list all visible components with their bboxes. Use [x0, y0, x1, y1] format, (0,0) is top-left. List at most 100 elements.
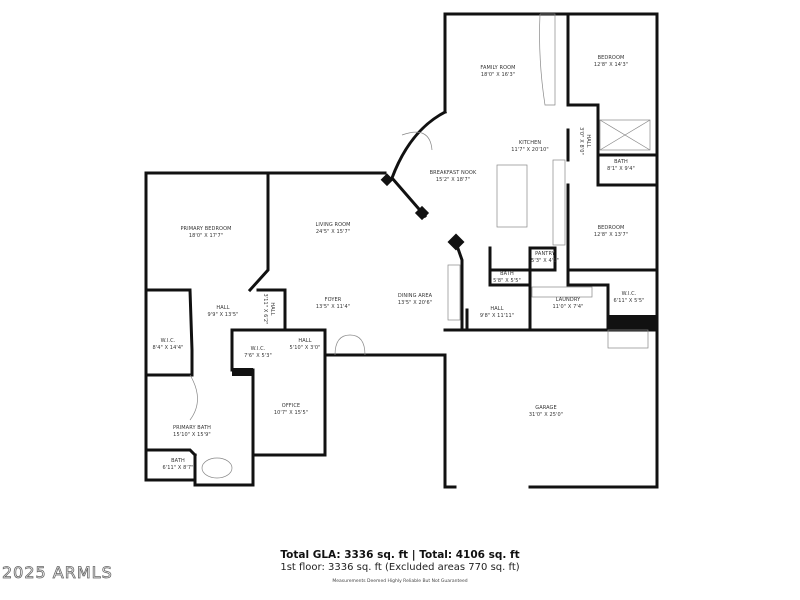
- garage-step: [607, 329, 649, 349]
- wall-block: [232, 368, 253, 376]
- kitchen-counter: [552, 159, 566, 246]
- watermark: 2025 ARMLS: [2, 563, 113, 583]
- room-dims: 7'6" X 5'3": [244, 353, 272, 359]
- room-dims: 18'0" X 17'7": [188, 233, 224, 239]
- primary-bath-arc: [189, 374, 198, 421]
- room-name: BATH: [614, 159, 628, 165]
- wall-pantry: [488, 246, 557, 332]
- room-dims: 11'0" X 7'4": [552, 304, 584, 310]
- column: [447, 233, 465, 251]
- room-dims: 10'7" X 15'5": [273, 410, 309, 416]
- bay-door-arc: [401, 131, 433, 151]
- column: [414, 205, 430, 221]
- room-name: BATH: [500, 271, 514, 277]
- room-dims: 12'8" X 14'3": [593, 62, 629, 68]
- room-name: DINING AREA: [397, 293, 433, 299]
- room-dims: 12'8" X 13'7": [593, 232, 629, 238]
- room-name: BEDROOM: [597, 225, 625, 231]
- wall-block: [608, 315, 657, 330]
- room-name: HALL: [216, 305, 230, 311]
- room-dims: 11'7" X 20'10": [511, 147, 549, 153]
- room-name: BEDROOM: [597, 55, 625, 61]
- kitchen-island: [496, 164, 528, 228]
- room-name: FAMILY ROOM: [480, 65, 516, 71]
- room-dims: 9'8" X 11'11": [479, 313, 515, 319]
- room-label-wic: W.I.C.8'4" X 14'4": [152, 338, 183, 352]
- room-label-wic: W.I.C.6'11" X 5'5": [613, 291, 644, 305]
- room-dims: 3'11" X 6'2": [262, 293, 268, 325]
- room-dims: 8'4" X 14'4": [152, 345, 184, 351]
- bathtub: [201, 457, 233, 479]
- room-dims: 8'1" X 9'4": [607, 166, 635, 172]
- room-name: FOYER: [324, 297, 342, 303]
- room-name: HALL: [585, 134, 591, 148]
- room-dims: 3'0" X 8'0": [578, 127, 584, 155]
- room-name: OFFICE: [281, 403, 301, 409]
- room-dims: 15'2" X 18'7": [435, 177, 471, 183]
- disclaimer: Measurements Deemed Highly Reliable But …: [332, 579, 468, 584]
- wall-left-top: [144, 171, 447, 487]
- wall-kitchen: [566, 12, 659, 187]
- dining-counter: [447, 264, 461, 321]
- room-dims: 6'11" X 5'5": [613, 298, 645, 304]
- foyer-doors: [334, 334, 366, 356]
- room-name: BATH: [171, 458, 185, 464]
- room-dims: 5'8" X 5'5": [493, 278, 521, 284]
- room-dims: 6'11" X 8'7": [162, 465, 194, 471]
- wall-bath: [144, 448, 198, 487]
- room-dims: 15'10" X 15'9": [173, 432, 211, 438]
- room-name: LIVING ROOM: [315, 222, 351, 228]
- room-name: GARAGE: [535, 405, 557, 411]
- room-name: KITCHEN: [518, 140, 542, 146]
- room-dims: 31'0" X 25'0": [528, 412, 564, 418]
- wall-bay: [390, 109, 448, 219]
- floor-area-subtitle: 1st floor: 3336 sq. ft (Excluded areas 7…: [280, 562, 520, 573]
- room-dims: 13'5" X 11'4": [315, 304, 351, 310]
- room-name: PANTRY: [535, 251, 555, 257]
- room-dims: 9'9" X 13'5": [207, 312, 239, 318]
- wall-right-wing: [443, 12, 659, 489]
- total-area-title: Total GLA: 3336 sq. ft | Total: 4106 sq.…: [280, 549, 520, 561]
- room-name: BREAKFAST NOOK: [429, 170, 477, 176]
- room-name: PRIMARY BEDROOM: [180, 226, 232, 232]
- wall-dining: [453, 238, 464, 332]
- room-dims: 18'0" X 16'3": [480, 72, 516, 78]
- wall-primary-bedroom: [144, 171, 270, 377]
- wall-bedroom-e: [566, 183, 659, 332]
- room-name: W.I.C.: [250, 346, 266, 352]
- room-name: HALL: [490, 306, 504, 312]
- room-dims: 24'5" X 15'7": [315, 229, 351, 235]
- shower: [599, 119, 651, 151]
- room-dims: 13'5" X 20'6": [397, 300, 433, 306]
- room-name: HALL: [298, 338, 312, 344]
- room-name: HALL: [269, 302, 275, 316]
- room-label-wic: W.I.C.7'6" X 5'3": [244, 346, 272, 360]
- room-name: W.I.C.: [160, 338, 176, 344]
- fireplace: [539, 13, 556, 106]
- room-dims: 5'3" X 4'1": [531, 258, 559, 264]
- room-name: W.I.C.: [621, 291, 637, 297]
